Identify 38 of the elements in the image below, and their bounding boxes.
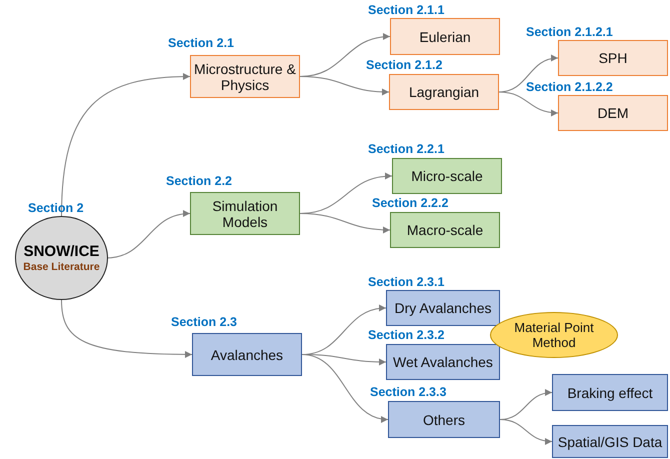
section-label: Section 2.1.1 [368, 2, 444, 18]
arrow [498, 92, 558, 116]
section-label: Section 2.3.2 [368, 327, 444, 343]
topic-box: Avalanches [192, 333, 302, 376]
topic-box: Lagrangian [389, 74, 499, 110]
arrow [302, 354, 388, 422]
arrow [106, 210, 190, 258]
section-label: Section 2.2.1 [368, 141, 444, 157]
topic-box: Micro-scale [392, 158, 502, 194]
topic-box: Spatial/GIS Data [552, 425, 668, 458]
topic-box: Eulerian [390, 18, 500, 55]
section-label: Section 2.3 [171, 314, 237, 330]
topic-box: Braking effect [552, 374, 668, 411]
arrow [61, 73, 190, 216]
topic-box: SPH [558, 40, 668, 76]
topic-title: SNOW/ICE [24, 242, 100, 260]
topic-box: Wet Avalanches [386, 344, 500, 380]
topic-subtitle: Base Literature [23, 260, 100, 274]
topic-box: Microstructure & Physics [190, 55, 300, 98]
topic-box: Simulation Models [190, 192, 300, 235]
arrow [300, 213, 390, 234]
topic-box: Others [388, 401, 500, 438]
section-label: Section 2.2.2 [372, 195, 448, 211]
section-label: Section 2.1.2.1 [526, 24, 613, 40]
section-label: Section 2.1 [168, 35, 234, 51]
section-label: Section 2.3.1 [368, 274, 444, 290]
topic-box: Macro-scale [390, 212, 500, 248]
topic-box: Dry Avalanches [386, 290, 500, 326]
section-label: Section 2.1.2.2 [526, 79, 613, 95]
section-label: Section 2.2 [166, 173, 232, 189]
arrow [61, 300, 192, 358]
section-label: Section 2.1.2 [366, 57, 442, 73]
topic-box: DEM [558, 95, 668, 131]
arrow [500, 419, 552, 444]
method-ellipse: Material Point Method [490, 312, 618, 358]
arrow [300, 76, 390, 96]
section-label: Section 2 [28, 200, 84, 216]
section-label: Section 2.3.3 [370, 384, 446, 400]
